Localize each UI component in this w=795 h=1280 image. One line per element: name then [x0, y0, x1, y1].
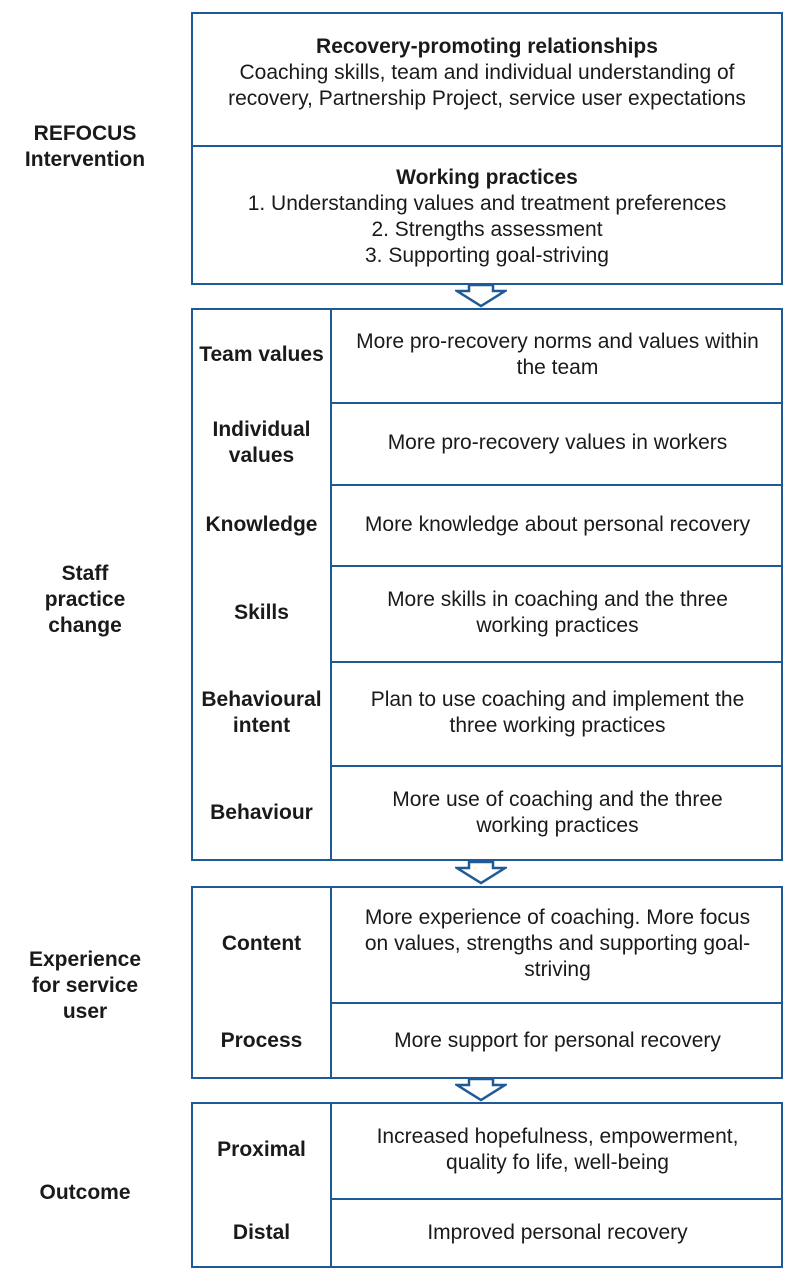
block-line: Coaching skills, team and individual und…: [239, 61, 735, 84]
block-line: 2. Strengths assessment: [371, 218, 603, 241]
row-name: Content: [221, 932, 302, 955]
column-divider: [330, 308, 332, 861]
row-divider: [330, 661, 783, 663]
section-box: [191, 1102, 783, 1268]
row-text: More knowledge about personal recovery: [364, 512, 751, 536]
section-label-outcome: Outcome: [39, 1181, 131, 1204]
block-relationships: Recovery-promoting relationships Coachin…: [191, 34, 783, 142]
block-line: 3. Supporting goal-striving: [365, 244, 609, 267]
row-text: More pro-recovery norms and values withi…: [356, 330, 759, 379]
row-name: Proximal: [217, 1138, 306, 1161]
row-name: Individual values: [212, 418, 311, 467]
row-divider: [330, 1198, 783, 1200]
row-divider: [330, 484, 783, 486]
row-name: Behaviour: [210, 801, 313, 824]
row-name: Team values: [199, 343, 324, 366]
column-divider: [330, 1102, 332, 1268]
block-title: Working practices: [396, 166, 578, 189]
column-divider: [330, 886, 332, 1079]
block-title: Recovery-promoting relationships: [316, 35, 658, 58]
down-arrow-icon: [455, 861, 507, 885]
row-name: Behavioural intent: [201, 688, 322, 737]
block-working-practices: Working practices 1. Understanding value…: [191, 165, 783, 275]
row-text: Plan to use coaching and implement the t…: [370, 688, 745, 737]
row-name: Knowledge: [205, 512, 318, 536]
section-box: [191, 308, 783, 861]
block-line: 1. Understanding values and treatment pr…: [247, 192, 727, 215]
row-name: Distal: [232, 1221, 291, 1244]
row-text: More skills in coaching and the three wo…: [387, 588, 728, 637]
row-text: More use of coaching and the three worki…: [392, 788, 723, 837]
row-text: Improved personal recovery: [427, 1221, 688, 1244]
row-name: Skills: [234, 601, 289, 624]
row-name: Process: [220, 1028, 303, 1052]
section-label-staff: Staff practice change: [44, 562, 126, 637]
row-divider: [330, 1002, 783, 1004]
row-text: More pro-recovery values in workers: [387, 431, 728, 454]
down-arrow-icon: [455, 284, 507, 308]
down-arrow-icon: [455, 1078, 507, 1102]
row-divider: [330, 565, 783, 567]
row-divider: [330, 765, 783, 767]
block-line: recovery, Partnership Project, service u…: [228, 87, 746, 110]
section-label-experience: Experience for service user: [28, 948, 142, 1023]
row-text: More support for personal recovery: [394, 1028, 721, 1052]
row-divider: [330, 402, 783, 404]
row-text: Increased hopefulness, empowerment, qual…: [376, 1125, 739, 1174]
divider: [191, 145, 783, 147]
row-text: More experience of coaching. More focus …: [364, 906, 751, 981]
section-label-refocus: REFOCUS Intervention: [24, 122, 146, 171]
